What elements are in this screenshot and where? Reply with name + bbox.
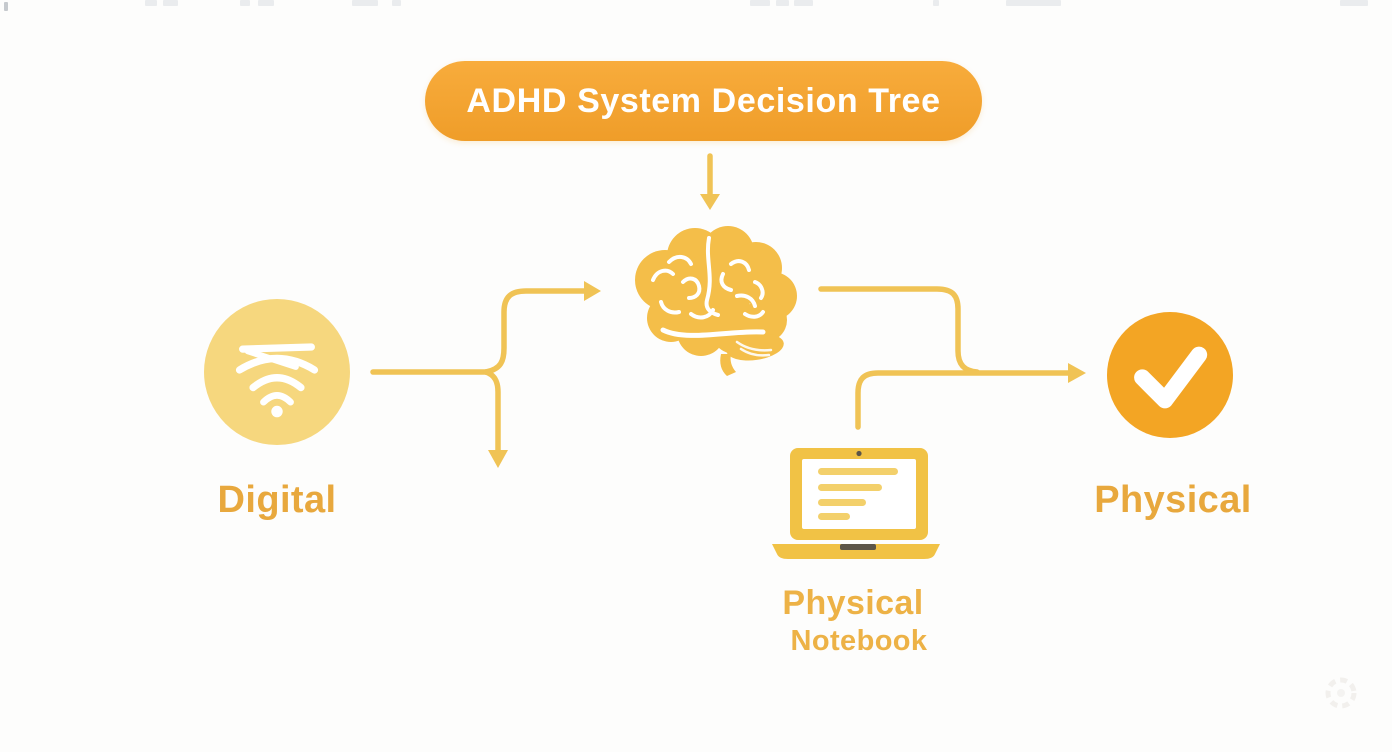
logo-watermark [1320,672,1362,719]
arrow-digital-down [483,369,501,454]
arrowhead-digital-down [488,450,508,468]
wifi-icon [235,343,319,418]
notebook-node [760,440,944,571]
top-edge-artifact [1340,0,1368,6]
checkmark-icon [1134,346,1208,409]
digital-label: Digital [217,479,337,521]
notebook-label-line1: Physical [782,584,924,622]
top-edge-artifact [240,0,250,6]
arrowhead-into-physical [1068,363,1086,383]
top-edge-artifact [392,0,401,6]
top-edge-artifact [145,0,157,6]
top-edge-artifact [4,2,8,11]
brain-node [613,218,805,385]
laptop-icon [772,448,940,559]
page-title: ADHD System Decision Tree [466,81,941,120]
top-edge-artifact [163,0,178,6]
arrowhead-into-brain [584,281,601,301]
top-edge-artifact [794,0,813,6]
arrow-digital-to-brain [483,288,587,375]
line-brain-out [818,286,980,375]
digital-node [204,299,350,445]
physical-label: Physical [1094,479,1252,521]
notebook-label: Physical Notebook [748,584,958,658]
title-banner: ADHD System Decision Tree [425,61,982,141]
arrowhead-down-to-brain [700,194,720,210]
top-edge-artifact [750,0,770,6]
top-edge-artifact [933,0,939,6]
top-edge-artifact [352,0,378,6]
notebook-label-line2: Notebook [790,625,928,657]
brain-icon [635,226,797,376]
physical-node [1107,312,1233,438]
arrow-to-physical [855,370,1071,430]
top-edge-artifact [776,0,789,6]
top-edge-artifact [1006,0,1061,6]
top-edge-artifact [258,0,274,6]
